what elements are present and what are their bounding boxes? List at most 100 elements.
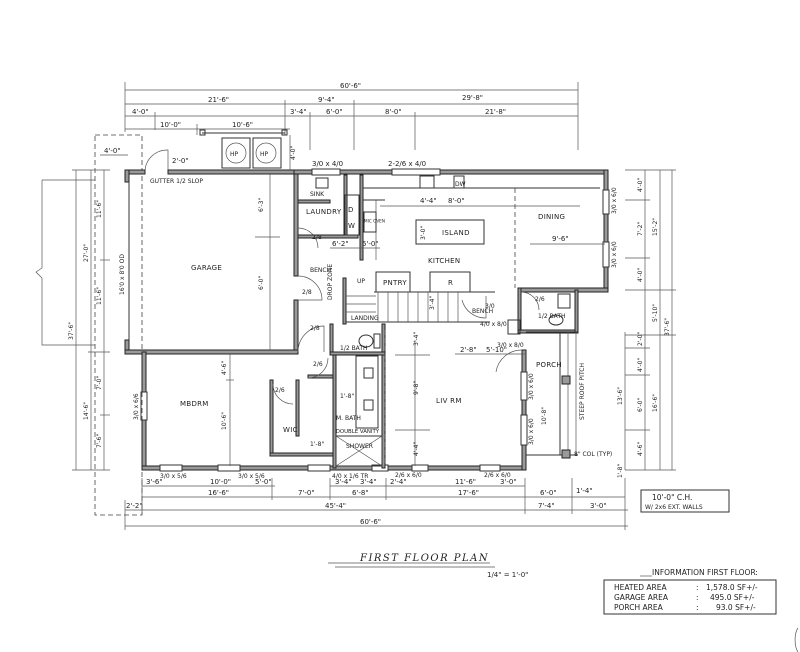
svg-text:4'-0": 4'-0" [104, 147, 121, 155]
svg-text:4'-6": 4'-6" [221, 361, 228, 375]
svg-text:5'-10": 5'-10" [652, 304, 659, 322]
svg-text:GUTTER 1/2 SLOP: GUTTER 1/2 SLOP [150, 178, 203, 185]
svg-text:3/0 x 5/6: 3/0 x 5/6 [160, 473, 187, 480]
svg-text:3'-4": 3'-4" [360, 478, 377, 486]
svg-text:HEATED AREA: HEATED AREA [614, 583, 667, 592]
svg-text:16'-6": 16'-6" [208, 489, 229, 497]
svg-text:4'-0": 4'-0" [637, 358, 644, 372]
svg-text:10'-6": 10'-6" [221, 412, 228, 430]
plan-title-text: FIRST FLOOR PLAN [359, 553, 489, 564]
svg-text:R: R [448, 279, 453, 287]
svg-text:W: W [348, 222, 355, 230]
svg-text:3/0: 3/0 [485, 303, 495, 310]
top-dimensions: 60'-6" 21'-6" 9'-4" 29'-8" 4'-0" 3'-4" 6… [124, 82, 579, 150]
svg-text:2'-8": 2'-8" [460, 346, 477, 354]
plan-scale: 1/4" = 1'-0" [487, 571, 528, 579]
svg-text:7'-2": 7'-2" [637, 222, 644, 236]
heat-pump-2-icon [255, 142, 277, 164]
svg-text:D: D [348, 206, 354, 214]
porch-column [561, 449, 571, 459]
svg-text:BENCH: BENCH [310, 267, 331, 274]
svg-text:13'-6": 13'-6" [617, 387, 624, 405]
svg-text:3'-6": 3'-6" [146, 478, 163, 486]
svg-text:4/0 x 8/0: 4/0 x 8/0 [480, 321, 507, 328]
svg-text:SHOWER: SHOWER [346, 443, 373, 450]
garage-entry: 4'-0" 2'-0" [35, 134, 189, 516]
dim-top-r3-d: 8'-0" [385, 108, 402, 116]
plan-title: FIRST FLOOR PLAN 1/4" = 1'-0" [328, 553, 528, 579]
svg-text:10'-0" C.H.: 10'-0" C.H. [652, 493, 692, 502]
svg-text:3/0 x 4/0: 3/0 x 4/0 [312, 160, 343, 168]
svg-text:14'-6": 14'-6" [83, 402, 90, 420]
svg-text:3/0 x 6/0: 3/0 x 6/0 [528, 418, 535, 445]
svg-text:6'-0": 6'-0" [258, 276, 265, 290]
svg-text:3'-0": 3'-0" [590, 502, 607, 510]
svg-text:11'-6": 11'-6" [455, 478, 476, 486]
svg-text:2/6: 2/6 [535, 296, 545, 303]
svg-text:5'-0": 5'-0" [362, 240, 379, 248]
svg-text:2'-2": 2'-2" [126, 502, 143, 510]
svg-text:60'-6": 60'-6" [360, 518, 381, 526]
svg-text:2/8: 2/8 [312, 234, 322, 241]
svg-text:9'-6": 9'-6" [552, 235, 569, 243]
svg-text:DOUBLE VANITY: DOUBLE VANITY [336, 429, 380, 435]
svg-text:7'-0": 7'-0" [96, 376, 103, 390]
svg-text:8" COL (TYP): 8" COL (TYP) [574, 451, 612, 458]
svg-text:1,578.0 SF+/-: 1,578.0 SF+/- [706, 583, 758, 592]
svg-text:9'-8": 9'-8" [413, 381, 420, 395]
svg-text:3'-0": 3'-0" [420, 226, 427, 240]
info-table-title: INFORMATION FIRST FLOOR: [652, 568, 758, 577]
dim-top-r2-c: 29'-8" [462, 94, 483, 102]
info-table: INFORMATION FIRST FLOOR: HEATED AREA : 1… [603, 568, 777, 615]
left-dimensions: 11'-6" 27'-0" 11'-6" 37'-6" 7'-0" 14'-6"… [68, 169, 110, 471]
svg-text::: : [696, 593, 699, 602]
svg-text:4'-0": 4'-0" [637, 268, 644, 282]
hvac-pad: HP HP 4'-0" [199, 129, 297, 170]
svg-text:6'-8": 6'-8" [352, 489, 369, 497]
svg-text:HP: HP [230, 151, 239, 158]
dim-top-r3-a: 4'-0" [132, 108, 149, 116]
interior-dimensions: 6'-3" 6'-0" 4'-6" 10'-6" 4'-4" 8'-0" 3'-… [221, 174, 605, 466]
room-labels: GARAGE GUTTER 1/2 SLOP LAUNDRY KITCHEN D… [150, 178, 565, 408]
ceiling-height-note: 10'-0" C.H. W/ 2x6 EXT. WALLS [640, 489, 730, 513]
svg-text:2/8: 2/8 [302, 289, 312, 296]
dim-top-r4-b: 10'-6" [232, 121, 253, 129]
windows: 3/0 x 4/0 2-2/6 x 4/0 3/0 x 6/0 3/0 x 6/… [133, 160, 618, 472]
svg-text:PNTRY: PNTRY [383, 279, 407, 287]
room-master: MBDRM [180, 400, 209, 408]
exterior-walls: 16'0 x 8'0 OD [119, 169, 609, 471]
dim-top-r2-b: 9'-4" [318, 96, 335, 104]
svg-text:3/0 x 5/6: 3/0 x 5/6 [238, 473, 265, 480]
svg-text:7'-4": 7'-4" [538, 502, 555, 510]
room-kitchen: KITCHEN [428, 257, 460, 265]
dim-top-r3-c: 6'-0" [326, 108, 343, 116]
svg-text::: : [696, 603, 699, 612]
svg-text:2/6: 2/6 [275, 387, 285, 394]
room-laundry: LAUNDRY [306, 208, 342, 216]
dim-top-r3-e: 21'-8" [485, 108, 506, 116]
svg-text:2'-4": 2'-4" [390, 478, 407, 486]
svg-text:2'-0": 2'-0" [172, 157, 189, 165]
svg-text:10'-8": 10'-8" [541, 407, 548, 425]
svg-text:1'-4": 1'-4" [576, 487, 593, 495]
svg-text:6'-2": 6'-2" [332, 240, 349, 248]
dim-top-overall: 60'-6" [340, 82, 361, 90]
interior-walls: D W SINK DW MIC OVEN ISLAND PNTRY R [269, 174, 600, 469]
svg-text:ISLAND: ISLAND [442, 229, 470, 237]
svg-text:BENCH: BENCH [472, 308, 493, 315]
right-dimensions: 4'-0" 7'-2" 15'-2" 4'-0" 5'-10" 37'-6" 2… [617, 169, 676, 478]
svg-text:DW: DW [455, 181, 466, 188]
svg-text:PORCH AREA: PORCH AREA [614, 603, 664, 612]
svg-text:MIC OVEN: MIC OVEN [364, 219, 385, 224]
svg-text:7'-0": 7'-0" [298, 489, 315, 497]
svg-text:SINK: SINK [310, 191, 325, 198]
svg-text:3/0 x 6/0: 3/0 x 6/0 [611, 187, 618, 214]
heat-pump-1-icon [225, 142, 247, 164]
svg-text:11'-6": 11'-6" [96, 200, 103, 218]
svg-text:1/2 BATH: 1/2 BATH [538, 313, 566, 320]
svg-text:4'-0": 4'-0" [290, 146, 297, 160]
svg-text:1'-8": 1'-8" [310, 441, 324, 448]
svg-text:27'-0": 27'-0" [83, 244, 90, 262]
svg-text:STEEP ROOF PITCH: STEEP ROOF PITCH [579, 363, 586, 420]
